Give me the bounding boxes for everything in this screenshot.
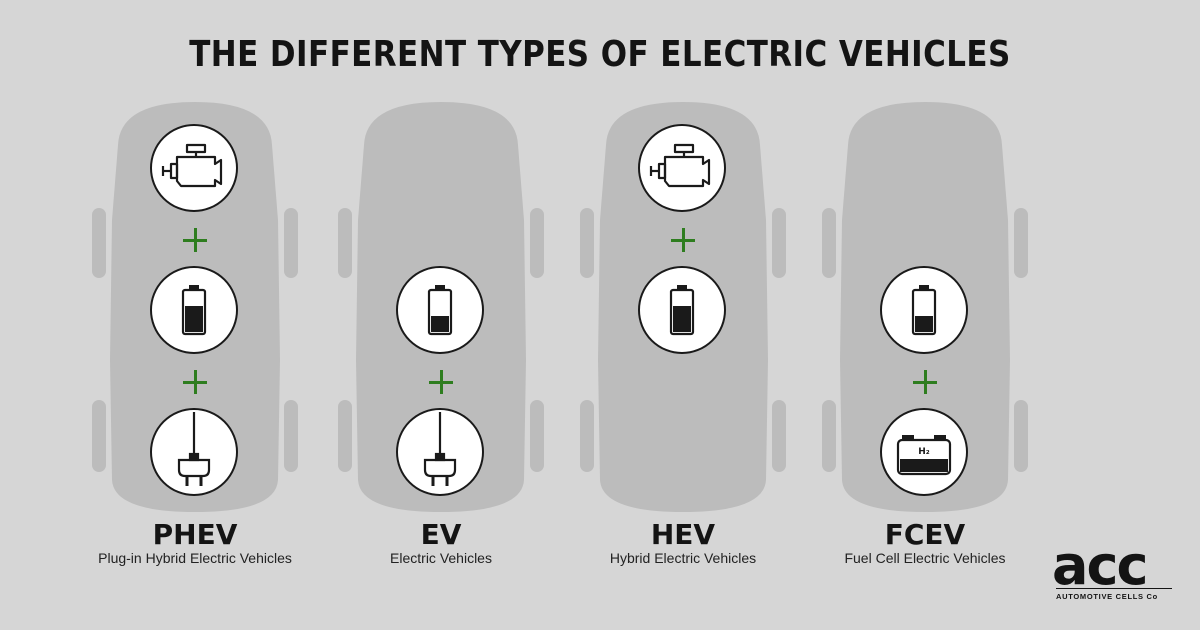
plug-icon <box>177 412 211 486</box>
plus-icon <box>913 370 937 394</box>
battery-icon <box>669 285 695 336</box>
plus-icon <box>671 228 695 252</box>
logo-tagline: AUTOMOTIVE CELLS Co <box>1056 592 1158 601</box>
plug-circle <box>396 408 484 496</box>
vehicle-abbr: FCEV <box>884 518 966 551</box>
vehicle-full-name: Electric Vehicles <box>390 550 492 566</box>
engine-circle <box>150 124 238 212</box>
plus-icon <box>183 228 207 252</box>
engine-icon <box>649 143 711 188</box>
battery-circle <box>638 266 726 354</box>
vehicle-abbr: HEV <box>650 518 716 551</box>
engine-circle <box>638 124 726 212</box>
vehicle-card-phev: PHEV Plug-in Hybrid Electric Vehicles <box>92 100 298 620</box>
battery-circle <box>396 266 484 354</box>
plus-icon <box>183 370 207 394</box>
vehicle-full-name: Fuel Cell Electric Vehicles <box>844 550 1006 566</box>
battery-icon <box>911 285 937 336</box>
logo-divider <box>1056 588 1172 589</box>
hydrogen-tank-circle: H₂ <box>880 408 968 496</box>
vehicle-card-fcev: H₂ FCEV Fuel Cell Electric Vehicles <box>822 100 1028 620</box>
vehicle-full-name: Plug-in Hybrid Electric Vehicles <box>98 550 292 566</box>
battery-icon <box>181 285 207 336</box>
plug-icon <box>423 412 457 486</box>
vehicle-card-hev: HEV Hybrid Electric Vehicles <box>580 100 786 620</box>
vehicle-abbr: EV <box>420 518 462 551</box>
hydrogen-tank-icon: H₂ <box>896 435 952 476</box>
battery-circle <box>150 266 238 354</box>
vehicle-card-ev: EV Electric Vehicles <box>338 100 544 620</box>
vehicle-abbr: PHEV <box>152 518 238 551</box>
battery-icon <box>427 285 453 336</box>
engine-icon <box>161 143 223 188</box>
vehicle-full-name: Hybrid Electric Vehicles <box>609 550 757 566</box>
acc-logo: acc <box>1052 534 1148 597</box>
plug-circle <box>150 408 238 496</box>
plus-icon <box>429 370 453 394</box>
page-title: THE DIFFERENT TYPES OF ELECTRIC VEHICLES <box>189 34 1011 75</box>
logo-wordmark: acc <box>1052 534 1146 597</box>
battery-circle <box>880 266 968 354</box>
hydrogen-label: H₂ <box>918 447 930 457</box>
